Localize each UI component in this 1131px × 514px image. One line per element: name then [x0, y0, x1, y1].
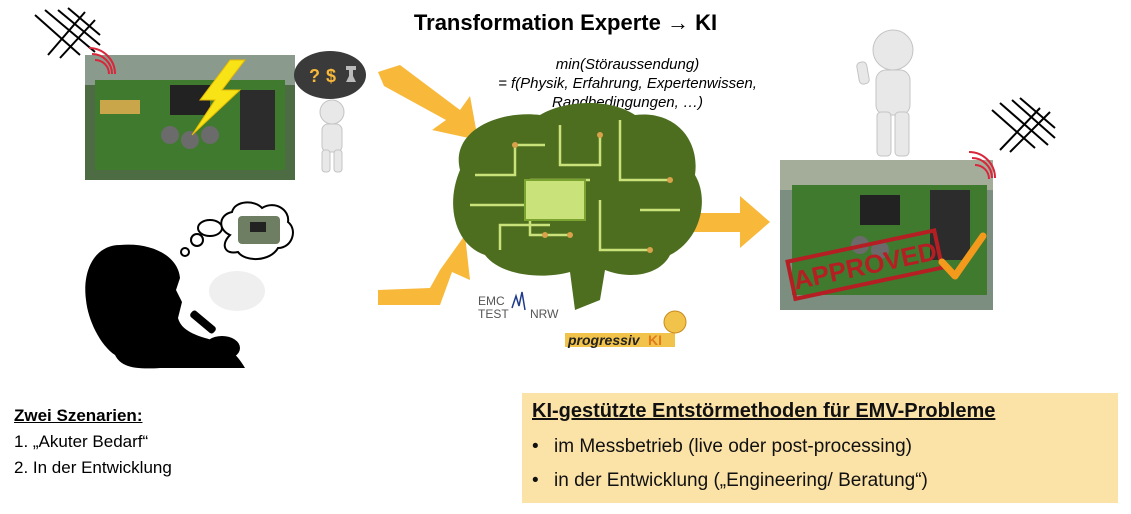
scenarios-title: Zwei Szenarien: [14, 406, 143, 425]
formula-line-1: min(Störaussendung) [555, 56, 700, 73]
svg-text:KI: KI [648, 332, 662, 348]
shadow-glow [209, 271, 265, 311]
pcb-photo-right [780, 151, 996, 310]
bullet-icon: • [532, 470, 539, 491]
arrow-top-to-brain [378, 65, 478, 140]
formula-line-2: = f(Physik, Erfahrung, Expertenwissen, [498, 75, 757, 92]
formula-text: min(Störaussendung) = f(Physik, Erfahrun… [455, 55, 800, 112]
dollar-icon: $ [326, 66, 336, 86]
lightning-icon [191, 59, 247, 136]
checkmark-icon [938, 232, 987, 280]
ki-methods-title: KI-gestützte Entstörmethoden für EMV-Pro… [532, 400, 996, 422]
scenario-item-1: 1. „Akuter Bedarf“ [14, 432, 149, 451]
emc-test-nrw-logo: EMC TEST NRW [478, 291, 559, 321]
progressiv-ki-logo: progressiv KI [565, 310, 687, 348]
hatch-mark-top-left [34, 7, 101, 59]
hourglass-icon [346, 66, 356, 82]
brain-circuit-image [453, 102, 702, 310]
scenario-item-2: 2. In der Entwicklung [14, 458, 172, 477]
svg-text:progressiv: progressiv [567, 332, 641, 348]
pcb-photo-left [85, 47, 295, 180]
arrow-brain-to-approved [692, 196, 770, 248]
question-mark-icon: ? [309, 66, 320, 86]
emission-waves-icon [88, 47, 116, 75]
ki-methods-box: KI-gestützte Entstörmethoden für EMV-Pro… [522, 393, 1118, 503]
svg-text:EMC: EMC [478, 294, 505, 308]
svg-text:NRW: NRW [530, 307, 559, 321]
ki-methods-item-2: •in der Entwicklung („Engineering/ Berat… [532, 470, 928, 491]
figure-worried [319, 99, 345, 173]
emission-waves-icon-right [968, 151, 996, 180]
bullet-icon: • [532, 436, 539, 457]
figure-thumbs-up [856, 29, 914, 157]
thinking-person-silhouette [85, 244, 245, 369]
emc-wave-icon [511, 291, 526, 311]
svg-text:TEST: TEST [478, 307, 509, 321]
hatch-mark-right [991, 97, 1056, 153]
arrow-bottom-to-brain [378, 235, 470, 305]
illustration: ? $ EMC TEST [34, 7, 1056, 369]
ki-methods-item-1: •im Messbetrieb (live oder post-processi… [532, 436, 912, 457]
page-title: Transformation Experte → KI [413, 10, 718, 35]
thought-bubble-problem: ? $ [294, 51, 366, 99]
